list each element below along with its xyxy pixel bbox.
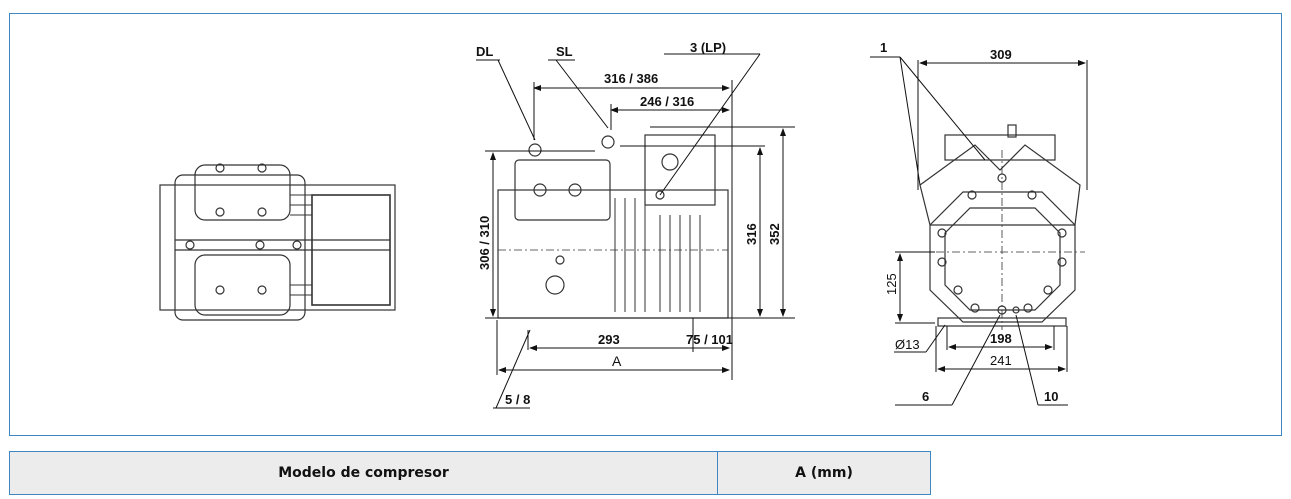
dim-316-386: 316 / 386 bbox=[604, 71, 658, 86]
dim-hole-13: Ø13 bbox=[895, 337, 920, 352]
label-sl: SL bbox=[556, 44, 573, 59]
technical-drawing: DL SL 3 (LP) 316 / 386 246 / 316 306 / 3… bbox=[159, 40, 1088, 409]
dim-198: 198 bbox=[990, 331, 1012, 346]
end-dimension-lines bbox=[870, 56, 1088, 406]
label-10: 10 bbox=[1044, 389, 1058, 404]
side-dimension-lines bbox=[476, 53, 795, 409]
dim-309: 309 bbox=[990, 47, 1012, 62]
side-view bbox=[497, 134, 729, 319]
dim-316: 316 bbox=[744, 223, 759, 245]
dim-306-310: 306 / 310 bbox=[477, 216, 492, 270]
label-lp: 3 (LP) bbox=[690, 40, 726, 55]
top-view bbox=[159, 163, 396, 321]
dim-352: 352 bbox=[767, 223, 782, 245]
dim-246-316: 246 / 316 bbox=[640, 94, 694, 109]
dim-125: 125 bbox=[884, 273, 899, 295]
label-6: 6 bbox=[922, 389, 929, 404]
label-5-8: 5 / 8 bbox=[505, 392, 530, 407]
dim-75-101: 75 / 101 bbox=[686, 332, 733, 347]
dim-a: A bbox=[612, 353, 622, 369]
header-a-mm: A (mm) bbox=[717, 451, 931, 495]
table-header-row: Modelo de compresor A (mm) bbox=[9, 451, 931, 495]
model-table: Modelo de compresor A (mm) bbox=[9, 451, 931, 495]
header-model: Modelo de compresor bbox=[9, 451, 718, 495]
dim-241: 241 bbox=[990, 353, 1012, 368]
label-1: 1 bbox=[880, 40, 887, 55]
label-dl: DL bbox=[476, 44, 493, 59]
end-view bbox=[919, 124, 1085, 330]
dim-293: 293 bbox=[598, 332, 620, 347]
